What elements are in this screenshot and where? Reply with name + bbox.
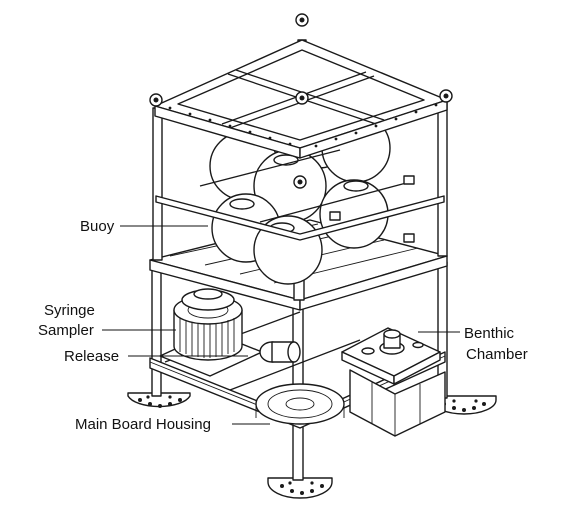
footpads	[127, 392, 497, 499]
upper-middle-ring	[155, 149, 445, 243]
label-release: Release	[64, 348, 119, 365]
label-syringe-line2: Sampler	[38, 322, 94, 339]
label-main-board-housing: Main Board Housing	[75, 416, 211, 433]
label-benthic-line2: Chamber	[466, 346, 528, 363]
leader-lines	[102, 225, 460, 425]
benthic-chamber-assembly	[341, 327, 446, 437]
footpad-front	[267, 477, 333, 499]
label-syringe-line1: Syringe	[44, 302, 95, 319]
label-benthic-line1: Benthic	[464, 325, 515, 342]
lifting-eyes	[149, 13, 453, 189]
footpad-left	[127, 392, 191, 408]
main-board-housing	[255, 383, 345, 425]
syringe-sampler	[173, 288, 243, 361]
label-buoy: Buoy	[80, 218, 115, 235]
